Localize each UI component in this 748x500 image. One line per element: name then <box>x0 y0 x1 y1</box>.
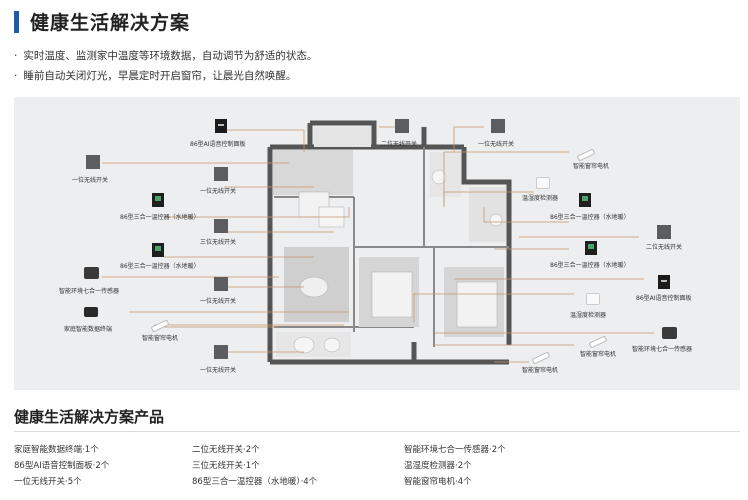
product-item: 智能环境七合一传感器·2个 <box>404 445 506 455</box>
humidity-sensor-icon <box>586 293 600 305</box>
device-label: 一位无线开关 <box>72 177 109 184</box>
switch-icon <box>214 345 228 359</box>
device-label: 一位无线开关 <box>200 188 237 195</box>
device-label: 家庭智能数据终端 <box>64 326 113 333</box>
thermostat-icon <box>579 193 591 207</box>
thermostat-icon <box>152 243 164 257</box>
thermostat-icon <box>585 241 597 255</box>
device-label: 86型AI语音控制面板 <box>636 295 692 302</box>
voice-panel-icon <box>658 275 670 289</box>
device-label: 智能环境七合一传感器 <box>59 288 120 295</box>
switch-icon <box>86 155 100 169</box>
switch-icon <box>395 119 409 133</box>
switch-icon <box>657 225 671 239</box>
section-divider <box>14 431 740 432</box>
device-label: 一位无线开关 <box>200 298 237 305</box>
switch-icon <box>214 219 228 233</box>
device-label: 一位无线开关 <box>200 367 237 374</box>
data-hub-icon <box>84 307 98 317</box>
product-item: 一位无线开关·5个 <box>14 477 82 487</box>
product-item: 二位无线开关·2个 <box>192 445 260 455</box>
page-title: 健康生活解决方案 <box>30 12 191 34</box>
bullet-item: 实时温度、监测家中温度等环境数据，自动调节为舒适的状态。 <box>14 46 317 66</box>
title-accent-bar <box>14 11 19 33</box>
device-label: 智能环境七合一传感器 <box>632 346 693 353</box>
device-label: 智能窗帘电机 <box>580 351 617 358</box>
product-item: 智能窗帘电机·4个 <box>404 477 472 487</box>
floor-plan-panel: 86型AI语音控制面板 二位无线开关 一位无线开关 智能窗帘电机 一位无线开关 … <box>14 97 740 390</box>
feature-bullets: 实时温度、监测家中温度等环境数据，自动调节为舒适的状态。 睡前自动关闭灯光，早晨… <box>14 46 317 86</box>
device-label: 温湿度检测器 <box>522 195 559 202</box>
environment-sensor-icon <box>84 267 99 279</box>
products-section-title: 健康生活解决方案产品 <box>14 408 165 426</box>
product-column: 二位无线开关·2个 三位无线开关·1个 86型三合一温控器（水地暖）·4个 <box>192 442 317 490</box>
product-item: 家庭智能数据终端·1个 <box>14 445 99 455</box>
switch-icon <box>214 167 228 181</box>
product-item: 温湿度检测器·2个 <box>404 461 472 471</box>
device-label: 三位无线开关 <box>200 239 237 246</box>
device-label: 86型三合一温控器（水地暖） <box>120 214 200 221</box>
device-label: 温湿度检测器 <box>570 312 607 319</box>
device-label: 智能窗帘电机 <box>573 163 610 170</box>
product-item: 86型AI语音控制面板·2个 <box>14 461 110 471</box>
bullet-item: 睡前自动关闭灯光，早晨定时开启窗帘，让晨光自然唤醒。 <box>14 66 317 86</box>
humidity-sensor-icon <box>536 177 550 189</box>
device-label: 86型三合一温控器（水地暖） <box>550 214 630 221</box>
floor-plan-drawing <box>102 120 654 365</box>
voice-panel-icon <box>215 119 227 133</box>
device-label: 一位无线开关 <box>478 141 515 148</box>
switch-icon <box>491 119 505 133</box>
device-label: 86型AI语音控制面板 <box>190 141 246 148</box>
product-item: 三位无线开关·1个 <box>192 461 260 471</box>
product-column: 家庭智能数据终端·1个 86型AI语音控制面板·2个 一位无线开关·5个 <box>14 442 109 490</box>
switch-icon <box>214 277 228 291</box>
product-column: 智能环境七合一传感器·2个 温湿度检测器·2个 智能窗帘电机·4个 <box>404 442 506 490</box>
device-label: 二位无线开关 <box>646 244 683 251</box>
device-label: 智能窗帘电机 <box>142 335 179 342</box>
thermostat-icon <box>152 193 164 207</box>
environment-sensor-icon <box>662 327 677 339</box>
device-label: 86型三合一温控器（水地暖） <box>120 263 200 270</box>
device-label: 二位无线开关 <box>381 141 418 148</box>
device-label: 智能窗帘电机 <box>522 367 559 374</box>
product-item: 86型三合一温控器（水地暖）·4个 <box>192 477 318 487</box>
device-label: 86型三合一温控器（水地暖） <box>550 262 630 269</box>
